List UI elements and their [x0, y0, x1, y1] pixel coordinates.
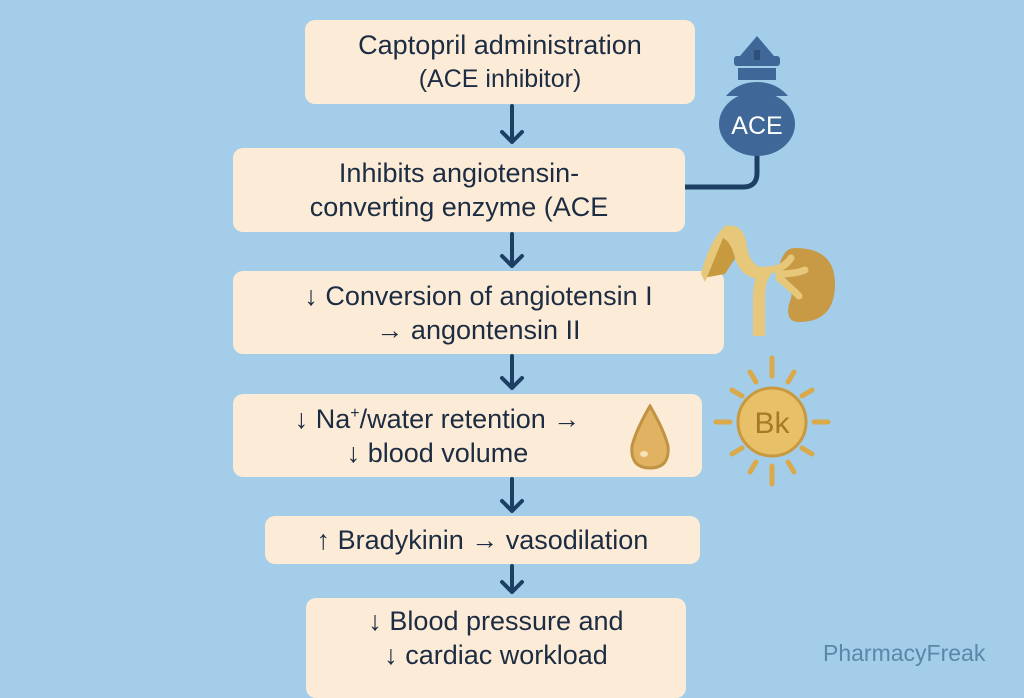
flow-arrow-3 [497, 354, 527, 394]
svg-text:ACE: ACE [731, 112, 782, 140]
svg-text:Bk: Bk [754, 407, 790, 440]
bradykinin-icon: Bk [710, 350, 835, 490]
watermark-logo: PharmacyFreak [823, 640, 986, 666]
ace-connector-line [685, 155, 765, 200]
water-drop-icon [628, 403, 672, 477]
step-1-subtitle: (ACE inhibitor) [418, 65, 582, 93]
step-2-line-2: converting enzyme (ACE [309, 192, 609, 222]
step-blood-pressure: ↓ Blood pressure and ↓ cardiac workload [306, 598, 686, 698]
flow-arrow-2 [497, 232, 527, 272]
step-3-line-1: ↓ Conversion of angiotensin I [304, 280, 653, 311]
step-6-line-1: ↓ Blood pressure and [368, 606, 624, 636]
step-5-line-1: ↑ Bradykinin → vasodilation [316, 525, 649, 555]
step-bradykinin-vasodilation: ↑ Bradykinin → vasodilation [265, 516, 700, 564]
step-4-line-1: ↓ Na+/water retention → [294, 403, 581, 434]
step-2-line-1: Inhibits angiotensin- [338, 158, 580, 188]
flow-arrow-5 [497, 564, 527, 598]
kidney-icon [695, 218, 845, 338]
step-6-line-2: ↓ cardiac workload [384, 640, 608, 670]
step-3-line-2: → angontensin II [376, 314, 581, 345]
step-4-line-2: ↓ blood volume [346, 437, 529, 468]
step-sodium-water-retention: ↓ Na+/water retention → ↓ blood volume [233, 394, 702, 477]
flow-arrow-1 [497, 104, 527, 148]
ace-enzyme-icon: ACE [712, 34, 802, 158]
flow-arrow-4 [497, 477, 527, 517]
step-captopril-administration: Captopril administration (ACE inhibitor) [305, 20, 695, 104]
step-inhibits-ace: Inhibits angiotensin- converting enzyme … [233, 148, 685, 232]
step-1-title: Captopril administration [358, 30, 642, 60]
step-conversion-angiotensin: ↓ Conversion of angiotensin I → angonten… [233, 271, 724, 354]
